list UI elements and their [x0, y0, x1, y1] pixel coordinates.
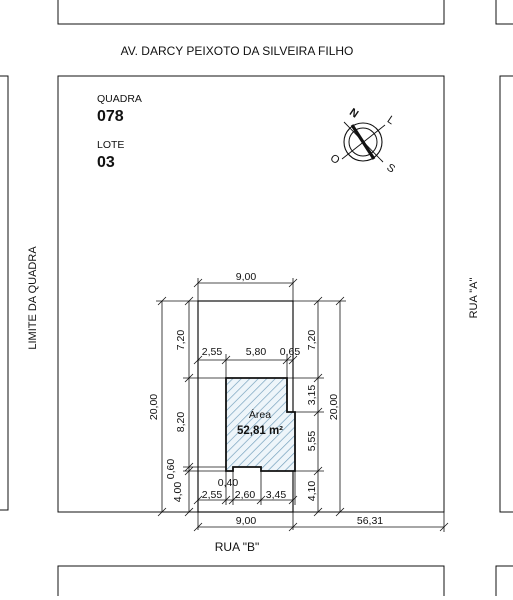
- dim-bottom-right-width: 3,45: [266, 489, 287, 501]
- dimension-labels: 9,00 9,00 56,31 20,00 7,20 8,20 0,60 4,0…: [148, 271, 383, 527]
- dim-left-rear-setback: 4,00: [172, 482, 184, 503]
- dim-top-left-setback: 2,55: [202, 346, 223, 358]
- dim-bottom-left-setback: 2,55: [202, 489, 223, 501]
- street-east-label: RUA "A": [468, 277, 480, 318]
- dim-left-step: 0,60: [165, 459, 177, 480]
- dim-left-front-setback: 7,20: [175, 330, 187, 351]
- dim-notch-depth: 0,40: [218, 477, 239, 489]
- dim-right-front-setback: 7,20: [306, 330, 318, 351]
- compass-rose-icon: N L S O: [328, 106, 397, 175]
- area-label: Área: [249, 408, 271, 421]
- dim-left-total: 20,00: [148, 394, 160, 420]
- street-south-label: RUA "B": [215, 540, 260, 554]
- compass-south: S: [384, 161, 397, 175]
- area-value: 52,81 m²: [237, 425, 283, 437]
- compass-west: O: [328, 152, 342, 167]
- dim-right-total: 20,00: [328, 394, 340, 420]
- dim-bottom-width: 9,00: [236, 515, 257, 527]
- dim-top-width: 9,00: [236, 271, 257, 283]
- block-number: 078: [97, 108, 124, 125]
- dim-top-right-setback: 0,65: [280, 346, 301, 358]
- dim-right-lower-depth: 5,55: [306, 431, 318, 452]
- block-label: QUADRA: [97, 93, 142, 105]
- dimension-lines: [155, 278, 449, 532]
- dim-building-top-width: 5,80: [246, 346, 267, 358]
- compass-east: L: [385, 114, 397, 127]
- dim-right-upper-depth: 3,15: [306, 385, 318, 406]
- dim-left-building-depth: 8,20: [175, 412, 187, 433]
- street-north-label: AV. DARCY PEIXOTO DA SILVEIRA FILHO: [121, 44, 354, 58]
- lot-label: LOTE: [97, 139, 124, 151]
- street-west-label: LIMITE DA QUADRA: [27, 246, 39, 350]
- dim-notch-width: 2,60: [235, 489, 256, 501]
- dim-right-rear-setback: 4,10: [306, 481, 318, 502]
- lot-number: 03: [97, 154, 115, 171]
- compass-north: N: [347, 106, 360, 120]
- dim-corner-distance: 56,31: [357, 515, 383, 527]
